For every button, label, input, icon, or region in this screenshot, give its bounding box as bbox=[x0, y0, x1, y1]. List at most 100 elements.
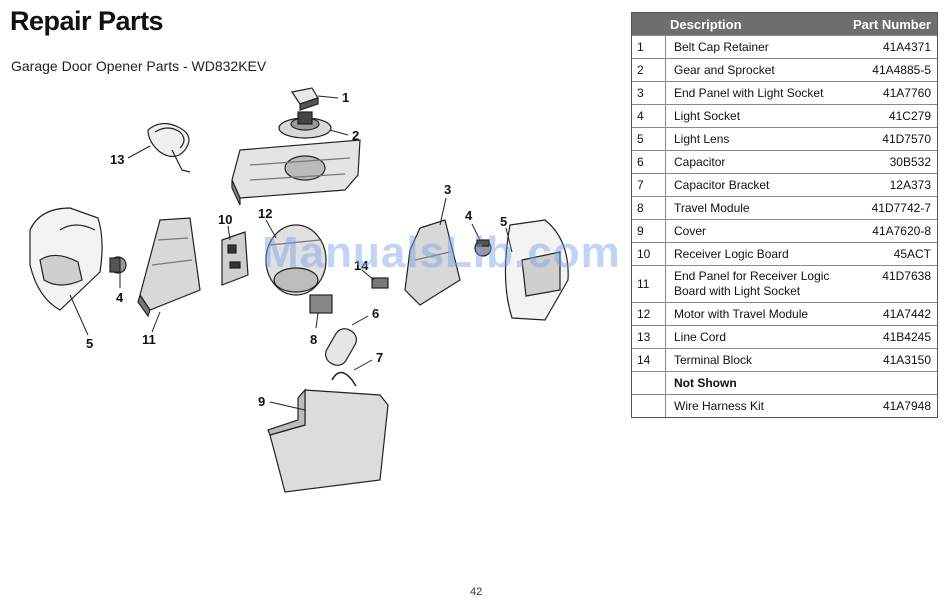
row-part-number: 41A7948 bbox=[882, 399, 931, 413]
row-description: Travel Module bbox=[674, 201, 750, 215]
row-description: Light Lens bbox=[674, 132, 730, 146]
leader-2 bbox=[329, 129, 349, 136]
row-description: Gear and Sprocket bbox=[674, 63, 775, 77]
table-row: 14 Terminal Block 41A3150 bbox=[632, 348, 937, 371]
row-num: 5 bbox=[632, 128, 666, 150]
part-13-line-cord bbox=[147, 122, 191, 173]
watermark: ManualsLib.com bbox=[262, 228, 621, 277]
leader-3 bbox=[439, 197, 447, 226]
leader-12 bbox=[265, 219, 277, 239]
part-14-terminal-block bbox=[371, 277, 389, 289]
callout-13: 13 bbox=[110, 152, 124, 167]
row-part-number: 41C279 bbox=[888, 109, 931, 123]
callout-9: 9 bbox=[258, 394, 265, 409]
table-row: 12 Motor with Travel Module 41A7442 bbox=[632, 302, 937, 325]
part-2-gear-sprocket bbox=[278, 111, 332, 139]
part-4-light-socket-left bbox=[109, 256, 127, 274]
row-part-number: 41A7620-8 bbox=[872, 224, 931, 238]
row-part-number: 45ACT bbox=[893, 247, 931, 261]
part-7-capacitor-bracket bbox=[331, 371, 357, 387]
row-part-number: 41A7760 bbox=[882, 86, 931, 100]
row-num: 11 bbox=[632, 266, 666, 302]
row-description: Belt Cap Retainer bbox=[674, 40, 769, 54]
callout-5-left: 5 bbox=[86, 336, 93, 351]
leader-13 bbox=[127, 145, 151, 159]
row-part-number: 41A3150 bbox=[882, 353, 931, 367]
row-description: Motor with Travel Module bbox=[674, 307, 809, 321]
part-10-receiver-logic-board bbox=[221, 231, 249, 286]
table-header: Description Part Number bbox=[632, 13, 937, 35]
row-num bbox=[632, 395, 666, 417]
row-num: 2 bbox=[632, 59, 666, 81]
row-num bbox=[632, 372, 666, 394]
callout-7: 7 bbox=[376, 350, 383, 365]
row-num: 9 bbox=[632, 220, 666, 242]
row-description: End Panel for Receiver Logic Board with … bbox=[674, 269, 830, 298]
leader-6 bbox=[351, 315, 369, 326]
chassis-plate bbox=[231, 139, 361, 206]
callout-4-right: 4 bbox=[465, 208, 473, 223]
part-5-light-lens-left bbox=[29, 207, 103, 311]
row-num: 12 bbox=[632, 303, 666, 325]
page-title: Repair Parts bbox=[10, 6, 164, 36]
row-description: Cover bbox=[674, 224, 707, 238]
row-description: End Panel with Light Socket bbox=[674, 86, 824, 100]
row-num: 14 bbox=[632, 349, 666, 371]
row-num: 4 bbox=[632, 105, 666, 127]
part-1-belt-cap-retainer bbox=[291, 87, 319, 111]
callout-2: 2 bbox=[352, 128, 359, 143]
row-part-number: 41A7442 bbox=[882, 307, 931, 321]
row-description: Capacitor bbox=[674, 155, 726, 169]
leader-11 bbox=[151, 311, 161, 333]
table-row: Wire Harness Kit 41A7948 bbox=[632, 394, 937, 417]
row-part-number: 12A373 bbox=[889, 178, 931, 192]
row-part-number: 30B532 bbox=[889, 155, 931, 169]
leader-9 bbox=[269, 401, 306, 411]
leader-1 bbox=[317, 95, 339, 99]
part-9-cover bbox=[267, 388, 389, 493]
leader-8 bbox=[315, 312, 319, 329]
row-description: Wire Harness Kit bbox=[674, 399, 765, 413]
leader-10 bbox=[227, 225, 231, 241]
leader-5-left bbox=[69, 294, 89, 336]
row-description: Terminal Block bbox=[674, 353, 753, 367]
table-row: 11 End Panel for Receiver Logic Board wit… bbox=[632, 265, 937, 302]
callout-1: 1 bbox=[342, 90, 349, 105]
row-part-number: 41A4371 bbox=[882, 40, 931, 54]
callout-3: 3 bbox=[444, 182, 451, 197]
row-description: Capacitor Bracket bbox=[674, 178, 770, 192]
row-num: 8 bbox=[632, 197, 666, 219]
callout-12: 12 bbox=[258, 206, 272, 221]
row-num: 3 bbox=[632, 82, 666, 104]
callout-11: 11 bbox=[142, 332, 156, 347]
part-4-light-socket-right bbox=[474, 239, 492, 257]
row-part-number: 41D7638 bbox=[882, 269, 931, 283]
callout-6: 6 bbox=[372, 306, 379, 321]
callout-4-left: 4 bbox=[116, 290, 124, 305]
part-3-end-panel bbox=[404, 219, 461, 306]
callout-5-right: 5 bbox=[500, 214, 507, 229]
table-row: 9 Cover 41A7620-8 bbox=[632, 219, 937, 242]
header-part-number: Part Number bbox=[852, 16, 931, 32]
row-description: Receiver Logic Board bbox=[674, 247, 789, 261]
exploded-parts-diagram: 1 2 3 4 5 6 7 8 9 10 11 12 13 14 4 5 bbox=[29, 87, 569, 493]
table-row-section: Not Shown bbox=[632, 371, 937, 394]
part-8-travel-module bbox=[309, 294, 333, 314]
row-description: Not Shown bbox=[674, 376, 737, 390]
row-part-number: 41B4245 bbox=[882, 330, 931, 344]
page-number: 42 bbox=[470, 586, 483, 598]
table-row: 8 Travel Module 41D7742-7 bbox=[632, 196, 937, 219]
row-part-number bbox=[841, 372, 937, 394]
row-part-number: 41D7742-7 bbox=[871, 201, 931, 215]
callout-10: 10 bbox=[218, 212, 232, 227]
callout-8: 8 bbox=[310, 332, 317, 347]
leader-5-right bbox=[505, 227, 513, 253]
row-num: 13 bbox=[632, 326, 666, 348]
